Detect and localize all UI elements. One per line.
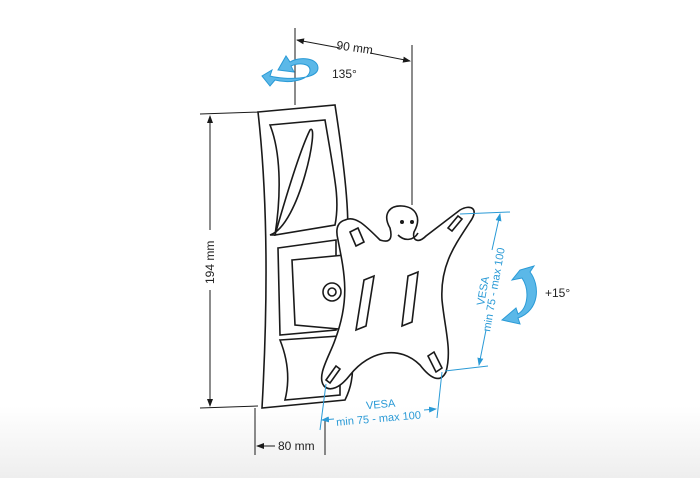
tilt-angle-label: +15° xyxy=(545,286,570,300)
swivel-arrow-icon xyxy=(261,55,319,87)
vesa-horizontal-title: VESA xyxy=(366,398,397,413)
vesa-vertical-title: VESA xyxy=(475,275,492,307)
height-label: 194 mm xyxy=(203,241,217,284)
dimension-90mm: 90 mm xyxy=(294,28,413,205)
wall-bracket xyxy=(257,104,354,409)
vesa-horizontal-range: min 75 - max 100 xyxy=(336,409,422,428)
vesa-plate xyxy=(320,205,475,390)
dimension-80mm: 80 mm xyxy=(254,408,326,455)
dimension-194mm: 194 mm xyxy=(199,111,261,409)
swivel-angle-label: 135° xyxy=(332,67,357,81)
vesa-horizontal-dimension: VESA min 75 - max 100 xyxy=(319,371,443,431)
tilt-arrow-icon xyxy=(500,265,537,325)
depth-top-label: 90 mm xyxy=(336,38,374,57)
depth-bottom-label: 80 mm xyxy=(278,439,315,453)
